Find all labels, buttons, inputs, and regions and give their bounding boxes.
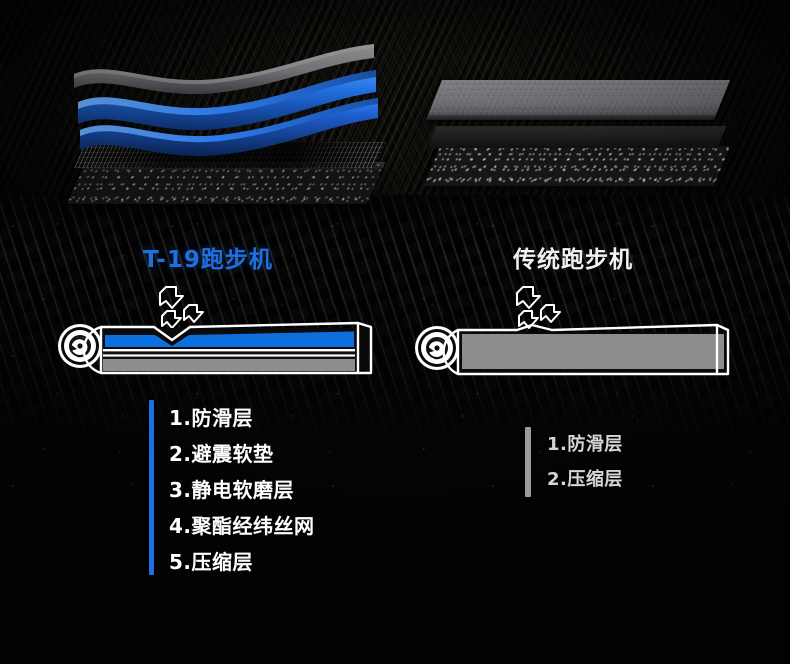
belt-layer-solid-gray bbox=[462, 334, 724, 369]
downward-pressure-arrows-icon bbox=[159, 286, 204, 329]
layer-list-accent-bar-gray bbox=[525, 427, 531, 497]
belt-cross-section-traditional bbox=[412, 272, 762, 382]
page-title-traditional: 传统跑步机 bbox=[513, 247, 633, 273]
list-item: 1.防滑层 bbox=[169, 406, 254, 430]
layer-list-traditional: 1.防滑层 2.压缩层 bbox=[525, 427, 623, 497]
list-item: 4.聚酯经纬丝网 bbox=[169, 514, 315, 538]
list-item: 2.压缩层 bbox=[547, 469, 623, 490]
belt-layer-compression bbox=[103, 359, 355, 371]
belt-thin-layers bbox=[103, 349, 355, 359]
page-title-t19: T-19跑步机 bbox=[143, 247, 273, 273]
belt-cross-section-t19 bbox=[55, 272, 405, 382]
list-item: 1.防滑层 bbox=[547, 434, 623, 455]
belt-layer-anti-slip bbox=[103, 330, 355, 348]
list-item: 3.静电软磨层 bbox=[169, 478, 295, 502]
layer-list-t19: 1.防滑层 2.避震软垫 3.静电软磨层 4.聚酯经纬丝网 5.压缩层 bbox=[149, 400, 315, 580]
layer-list-items: 1.防滑层 2.压缩层 bbox=[547, 427, 623, 497]
list-item: 5.压缩层 bbox=[169, 550, 254, 574]
list-item: 2.避震软垫 bbox=[169, 442, 274, 466]
layer-list-items: 1.防滑层 2.避震软垫 3.静电软磨层 4.聚酯经纬丝网 5.压缩层 bbox=[169, 400, 315, 580]
layer-list-accent-bar-blue bbox=[149, 400, 154, 575]
downward-pressure-arrows-icon bbox=[516, 286, 561, 329]
